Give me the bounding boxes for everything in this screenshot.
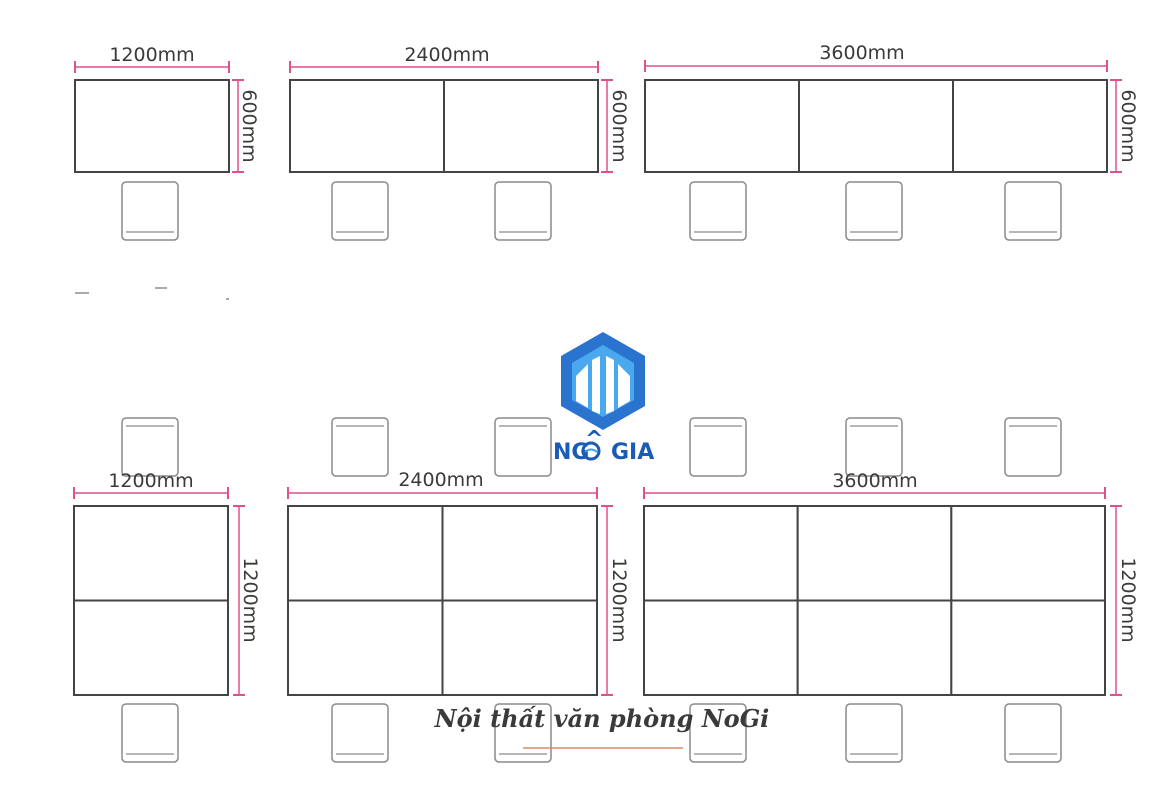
chair-seat <box>1004 417 1062 477</box>
chairs-layer <box>121 181 1062 763</box>
ngo-gia-logo: NG ^ GIA <box>553 332 654 465</box>
desk-panel <box>643 505 799 602</box>
chair-seat <box>494 417 552 477</box>
desk-panel <box>643 599 799 696</box>
chair-seat <box>845 703 903 763</box>
top-width-label-3: 3600mm <box>819 42 904 64</box>
depth-dimension <box>1110 505 1122 696</box>
desk-panel <box>644 79 800 173</box>
width-dimension <box>73 487 229 499</box>
dimensions-layer <box>73 60 1122 696</box>
top-depth-label-3: 600mm <box>1117 89 1139 162</box>
chair <box>1004 417 1062 477</box>
chair <box>121 703 179 763</box>
chair <box>494 417 552 477</box>
stray-marks <box>75 287 229 300</box>
chair <box>1004 181 1062 241</box>
depth-dimension <box>601 79 613 173</box>
logo-o-letter <box>581 441 601 461</box>
depth-dimension <box>1110 79 1122 173</box>
desk-panel <box>950 599 1106 696</box>
chair-seat <box>1004 181 1062 241</box>
depth-dimension <box>601 505 613 696</box>
depth-dimension <box>232 79 244 173</box>
chair-seat <box>689 181 747 241</box>
depth-dimension <box>233 505 245 696</box>
bottom-depth-label-2: 1200mm <box>608 557 630 642</box>
bottom-width-label-1: 1200mm <box>108 470 193 492</box>
desk-panel <box>441 505 598 602</box>
top-depth-label-1: 600mm <box>238 89 260 162</box>
bottom-depth-label-1: 1200mm <box>239 557 261 642</box>
width-dimension <box>643 487 1106 499</box>
chair-seat <box>121 703 179 763</box>
chair <box>331 703 389 763</box>
chair-seat <box>1004 703 1062 763</box>
desk-panel <box>441 599 598 696</box>
desk-panel <box>796 599 953 696</box>
bottom-width-label-3: 3600mm <box>832 470 917 492</box>
chair <box>845 417 903 477</box>
chair-seat <box>331 703 389 763</box>
chair-seat <box>689 703 747 763</box>
top-width-label-1: 1200mm <box>109 44 194 66</box>
chair <box>331 417 389 477</box>
chair <box>689 703 747 763</box>
desk-panel <box>287 599 444 696</box>
desk-panel <box>287 505 444 602</box>
desk-panel <box>73 505 229 602</box>
chair <box>331 181 389 241</box>
desk-panel <box>73 599 229 696</box>
chair <box>845 181 903 241</box>
desk-panel <box>952 79 1108 173</box>
width-dimension <box>287 487 598 499</box>
top-width-label-2: 2400mm <box>404 44 489 66</box>
desk-panel <box>289 79 445 173</box>
desk-panel <box>950 505 1106 602</box>
chair <box>1004 703 1062 763</box>
chair <box>121 417 179 477</box>
chair-seat <box>121 417 179 477</box>
logo-text-right: GIA <box>611 440 654 465</box>
top-depth-label-2: 600mm <box>608 89 630 162</box>
desk-panel <box>443 79 599 173</box>
logo-wave-icon <box>584 448 598 453</box>
desk-panel <box>796 505 953 602</box>
logo-o-hat: ^ <box>585 427 603 452</box>
chair <box>494 181 552 241</box>
desks-layer <box>73 79 1108 696</box>
desk-panel <box>798 79 954 173</box>
chair <box>121 181 179 241</box>
width-dimension <box>74 61 230 73</box>
chair <box>689 417 747 477</box>
chair-seat <box>845 417 903 477</box>
caption-text: Nội thất văn phòng NoGi <box>434 704 770 733</box>
chair-seat <box>845 181 903 241</box>
chair-seat <box>331 417 389 477</box>
chair-seat <box>331 181 389 241</box>
chair <box>689 181 747 241</box>
chair <box>845 703 903 763</box>
width-dimension <box>644 60 1108 72</box>
bottom-depth-label-3: 1200mm <box>1117 557 1139 642</box>
desk-panel <box>74 79 230 173</box>
chair-seat <box>121 181 179 241</box>
chair-seat <box>494 181 552 241</box>
chair-seat <box>689 417 747 477</box>
width-dimension <box>289 61 599 73</box>
bottom-width-label-2: 2400mm <box>398 469 483 491</box>
logo-buildings-icon <box>576 356 630 414</box>
